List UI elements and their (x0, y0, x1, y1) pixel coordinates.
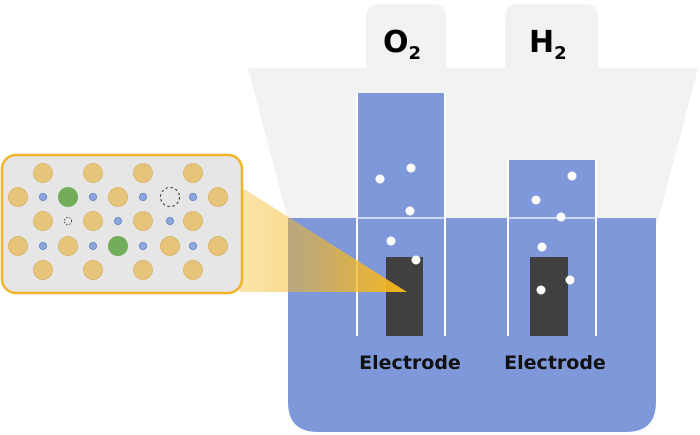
lattice-small-ion (39, 192, 48, 201)
bubble (537, 242, 547, 252)
lattice-gold-atom (83, 163, 103, 183)
lattice-gold-atom (83, 211, 103, 231)
funnel-lid (248, 68, 698, 228)
bubble (386, 236, 396, 246)
h2-bubbles (531, 171, 577, 295)
bubble (565, 275, 575, 285)
lattice-atoms (8, 163, 228, 280)
lattice-gold-atom (83, 260, 103, 280)
lattice-gold-atom (160, 236, 180, 256)
lattice-small-ion (188, 241, 197, 250)
left-electrode (386, 257, 423, 336)
lattice-gold-atom (33, 260, 53, 280)
bubble (567, 171, 577, 181)
lattice-gold-atom (58, 236, 78, 256)
zoom-beam (190, 155, 407, 292)
lattice-gold-atom (33, 163, 53, 183)
lattice-gold-atom (133, 260, 153, 280)
bubble (556, 212, 566, 222)
lattice-small-vacancy-icon (64, 216, 73, 225)
electrolyte-beaker (288, 218, 656, 432)
bubble (531, 195, 541, 205)
bubble (406, 163, 416, 173)
lattice-gold-atom (208, 236, 228, 256)
lattice-small-ion (138, 241, 147, 250)
lattice-gold-atom (133, 211, 153, 231)
o2-bubbles (375, 163, 421, 265)
right-electrode (530, 257, 568, 336)
lattice-gold-atom (33, 211, 53, 231)
lattice-gold-atom (8, 187, 28, 207)
h2-label: H2 (529, 25, 567, 64)
right-electrode-label: Electrode (504, 352, 606, 374)
o2-label: O2 (383, 25, 421, 64)
lattice-gold-atom (133, 163, 153, 183)
lattice-gold-atom (208, 187, 228, 207)
o2-gas-tab (366, 4, 446, 70)
bubble (405, 206, 415, 216)
h2-symbol: H (529, 25, 554, 60)
bubble (375, 174, 385, 184)
lattice-small-ion (165, 216, 174, 225)
lattice-small-ion (138, 192, 147, 201)
lattice-gold-atom (108, 187, 128, 207)
lattice-vacancy-icon (160, 187, 180, 207)
lattice-inset (0, 153, 244, 295)
lattice-small-ion (89, 192, 98, 201)
h2-gas-tab (505, 4, 598, 70)
lattice-green-atom (58, 187, 78, 207)
lattice-gold-atom (183, 260, 203, 280)
lattice-small-ion (89, 241, 98, 250)
left-electrode-label: Electrode (359, 352, 461, 374)
o2-subscript: 2 (409, 43, 422, 64)
bubble (411, 255, 421, 265)
h2-subscript: 2 (554, 43, 567, 64)
lattice-small-ion (39, 241, 48, 250)
lattice-small-ion (188, 192, 197, 201)
lattice-small-ion (114, 216, 123, 225)
lattice-green-atom (108, 236, 128, 256)
bubble (536, 285, 546, 295)
lattice-gold-atom (183, 211, 203, 231)
lattice-gold-atom (8, 236, 28, 256)
o2-symbol: O (383, 25, 409, 60)
lattice-gold-atom (183, 163, 203, 183)
